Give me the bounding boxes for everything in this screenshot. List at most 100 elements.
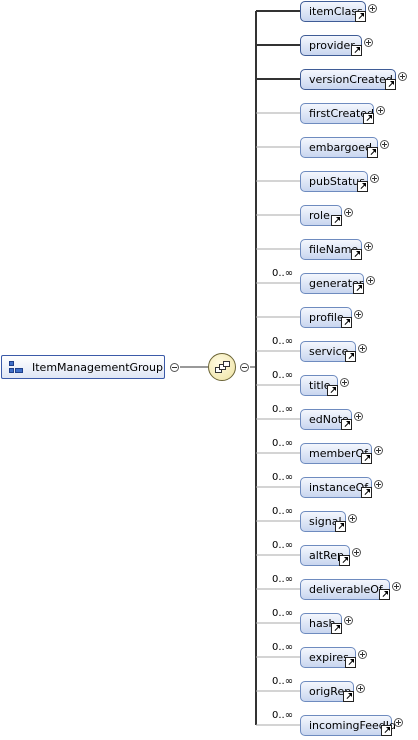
expand-toggle[interactable] (340, 378, 349, 387)
element-label: generator (309, 277, 364, 290)
element-label: provider (309, 39, 355, 52)
reference-arrow-icon (361, 487, 372, 498)
expand-toggle[interactable] (344, 616, 353, 625)
cardinality-label: 0..∞ (272, 336, 294, 347)
element-label: signal (309, 515, 342, 528)
group-label: ItemManagementGroup (32, 361, 163, 374)
reference-arrow-icon (361, 453, 372, 464)
reference-arrow-icon (345, 351, 356, 362)
expand-toggle[interactable] (364, 242, 373, 251)
expand-toggle[interactable] (368, 4, 377, 13)
element-edNote[interactable]: edNote (300, 409, 352, 430)
group-collapse-toggle[interactable] (170, 363, 179, 372)
group-icon (9, 361, 23, 375)
element-label: embargoed (309, 141, 372, 154)
reference-arrow-icon (343, 691, 354, 702)
expand-toggle[interactable] (376, 106, 385, 115)
reference-arrow-icon (351, 249, 362, 260)
cardinality-label: 0..∞ (272, 710, 294, 721)
reference-arrow-icon (327, 385, 338, 396)
expand-toggle[interactable] (352, 548, 361, 557)
expand-toggle[interactable] (348, 514, 357, 523)
cardinality-label: 0..∞ (272, 642, 294, 653)
expand-toggle[interactable] (392, 582, 401, 591)
reference-arrow-icon (363, 113, 374, 124)
element-origRep[interactable]: origRep (300, 681, 354, 702)
element-label: firstCreated (309, 107, 375, 120)
sequence-compositor[interactable] (208, 353, 236, 381)
expand-toggle[interactable] (356, 684, 365, 693)
element-label: service (309, 345, 349, 358)
cardinality-label: 0..∞ (272, 540, 294, 551)
expand-toggle[interactable] (366, 276, 375, 285)
reference-arrow-icon (379, 589, 390, 600)
sequence-icon (215, 361, 230, 374)
cardinality-label: 0..∞ (272, 506, 294, 517)
reference-arrow-icon (367, 147, 378, 158)
element-label: origRep (309, 685, 352, 698)
reference-arrow-icon (345, 657, 356, 668)
reference-arrow-icon (381, 725, 392, 736)
element-itemClass[interactable]: itemClass (300, 1, 366, 22)
group-box[interactable]: ItemManagementGroup (1, 355, 165, 379)
cardinality-label: 0..∞ (272, 404, 294, 415)
expand-toggle[interactable] (380, 140, 389, 149)
element-memberOf[interactable]: memberOf (300, 443, 372, 464)
element-label: expires (309, 651, 349, 664)
element-label: role (309, 209, 330, 222)
element-firstCreated[interactable]: firstCreated (300, 103, 374, 124)
cardinality-label: 0..∞ (272, 608, 294, 619)
expand-toggle[interactable] (344, 208, 353, 217)
element-label: fileName (309, 243, 359, 256)
expand-toggle[interactable] (358, 344, 367, 353)
expand-toggle[interactable] (364, 38, 373, 47)
expand-toggle[interactable] (370, 174, 379, 183)
element-signal[interactable]: signal (300, 511, 346, 532)
cardinality-label: 0..∞ (272, 676, 294, 687)
element-label: title (309, 379, 331, 392)
expand-toggle[interactable] (394, 718, 403, 727)
element-role[interactable]: role (300, 205, 342, 226)
element-title[interactable]: title (300, 375, 338, 396)
sequence-collapse-toggle[interactable] (240, 363, 249, 372)
element-provider[interactable]: provider (300, 35, 362, 56)
cardinality-label: 0..∞ (272, 438, 294, 449)
element-fileName[interactable]: fileName (300, 239, 362, 260)
element-label: itemClass (309, 5, 363, 18)
element-generator[interactable]: generator (300, 273, 364, 294)
expand-toggle[interactable] (354, 412, 363, 421)
cardinality-label: 0..∞ (272, 472, 294, 483)
element-deliverableOf[interactable]: deliverableOf (300, 579, 390, 600)
reference-arrow-icon (353, 283, 364, 294)
reference-arrow-icon (341, 317, 352, 328)
reference-arrow-icon (355, 11, 366, 22)
element-versionCreated[interactable]: versionCreated (300, 69, 396, 90)
reference-arrow-icon (331, 623, 342, 634)
element-instanceOf[interactable]: instanceOf (300, 477, 372, 498)
element-label: pubStatus (309, 175, 365, 188)
cardinality-label: 0..∞ (272, 370, 294, 381)
element-label: versionCreated (309, 73, 393, 86)
element-label: profile (309, 311, 344, 324)
reference-arrow-icon (335, 521, 346, 532)
expand-toggle[interactable] (354, 310, 363, 319)
element-profile[interactable]: profile (300, 307, 352, 328)
reference-arrow-icon (385, 79, 396, 90)
element-pubStatus[interactable]: pubStatus (300, 171, 368, 192)
element-hash[interactable]: hash (300, 613, 342, 634)
reference-arrow-icon (339, 555, 350, 566)
reference-arrow-icon (341, 419, 352, 430)
reference-arrow-icon (351, 45, 362, 56)
expand-toggle[interactable] (358, 650, 367, 659)
expand-toggle[interactable] (398, 72, 407, 81)
element-altRep[interactable]: altRep (300, 545, 350, 566)
element-label: hash (309, 617, 336, 630)
expand-toggle[interactable] (374, 446, 383, 455)
element-incomingFeedId[interactable]: incomingFeedId (300, 715, 396, 736)
cardinality-label: 0..∞ (272, 268, 294, 279)
expand-toggle[interactable] (374, 480, 383, 489)
element-embargoed[interactable]: embargoed (300, 137, 378, 158)
element-service[interactable]: service (300, 341, 356, 362)
element-expires[interactable]: expires (300, 647, 356, 668)
cardinality-label: 0..∞ (272, 574, 294, 585)
